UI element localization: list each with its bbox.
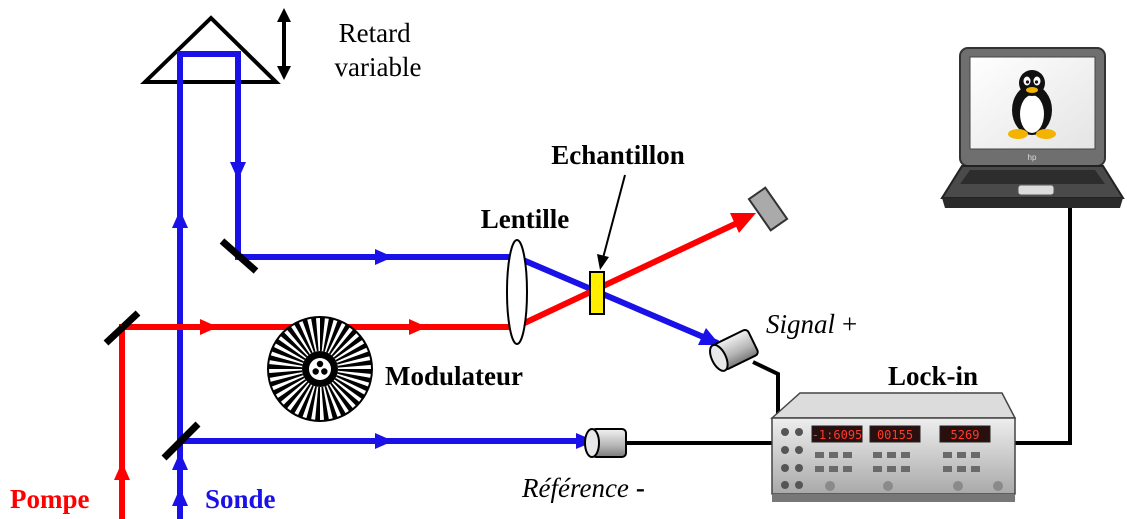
chopper-blade [337,369,372,374]
chopper-blade [277,379,307,403]
chopper-wheel-icon [267,316,373,422]
signal-sign: + [842,309,857,339]
chopper-blade [274,338,306,360]
laptop-brand-logo: hp [1028,153,1037,162]
chopper-blade [336,375,369,392]
chopper-hub-hole [312,368,319,375]
sample-pointer-arrow [597,174,626,270]
chopper-blade [268,355,303,366]
chopper-blade [323,317,334,352]
lens [506,239,528,345]
chopper-blade [333,335,363,359]
lentille-label: Lentille [481,204,570,234]
modulateur-label: Modulateur [385,361,523,391]
delay-arrow-icon [277,8,291,80]
reference-label-text: Référence [521,473,629,503]
chopper-blade [321,386,330,421]
probe-beam [177,51,719,519]
beam-dump [747,186,789,232]
chopper-blade [334,378,366,400]
chopper-blade [268,364,303,369]
probe-beam-arrows [172,162,720,506]
reference-sign: - [636,473,645,503]
chopper-hub-ring [309,358,331,380]
signal-detector [709,328,759,372]
lockin-display-1: -1:6095 [812,428,863,442]
retard-label-line2: variable [335,52,422,82]
retard-label-line1: Retard [339,18,411,48]
signal-label-text: Signal [766,309,835,339]
reference-detector [584,428,627,458]
sample [589,271,605,315]
lockin-amplifier: -1:6095 00155 5269 [770,392,1017,502]
chopper-blade [331,329,358,357]
lockin-display-3: 5269 [951,428,980,442]
lockin-label: Lock-in [888,361,978,391]
sonde-label: Sonde [205,484,276,514]
mirror-beamsplitter [161,421,201,461]
retard-variable-label: Retard variable [335,18,422,82]
chopper-blade [329,323,351,355]
chopper-blade [324,385,338,420]
retroreflector-prism [140,15,281,84]
pompe-label: Pompe [10,484,90,514]
linux-tux-icon [1008,70,1056,139]
cables [626,205,1072,445]
chopper-blade [327,384,346,417]
chopper-blade [294,321,313,354]
chopper-blade [302,318,316,353]
chopper-blade [282,381,309,409]
chopper-blade [332,380,360,407]
chopper-blade [286,326,310,356]
chopper-blade [272,376,305,395]
chopper-blade [337,359,372,368]
chopper-blade [320,317,325,352]
chopper-blade [337,372,372,383]
chopper-blade [335,343,368,362]
chopper-blade [268,370,303,379]
signal-label: Signal+ [766,309,857,339]
chopper-hub-hole [321,368,328,375]
echantillon-label: Echantillon [551,140,685,170]
chopper-blade [310,317,319,352]
reference-label: Référence- [521,473,645,503]
chopper-hub-hole [316,360,324,368]
chopper-blade [297,385,314,418]
chopper-blade [330,382,354,412]
chopper-blade [326,320,343,353]
chopper-blade [280,331,308,358]
lockin-display-2: 00155 [877,428,913,442]
mirror-probe-turn [219,238,259,274]
chopper-blade [269,373,304,387]
mirror-pump-turn [103,310,141,346]
chopper-blade [306,386,317,421]
chopper-blade [315,386,320,421]
chopper-blade [336,351,371,365]
chopper-blade [271,346,304,363]
chopper-blade [289,383,311,415]
